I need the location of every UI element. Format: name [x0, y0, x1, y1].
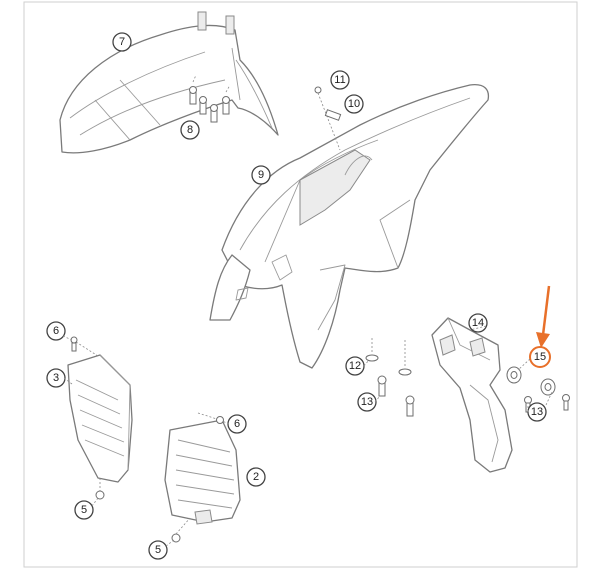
callout-15-highlighted: 15 — [529, 346, 551, 368]
callout-5-left: 5 — [74, 500, 94, 520]
callout-label: 10 — [348, 98, 360, 110]
fender-bolts — [189, 74, 231, 123]
callout-label: 14 — [472, 317, 484, 329]
callout-12: 12 — [345, 356, 365, 376]
callout-5-right: 5 — [148, 540, 168, 560]
callout-label: 12 — [349, 360, 361, 372]
callout-label: 15 — [534, 351, 546, 363]
callout-label: 5 — [81, 504, 87, 516]
callout-label: 3 — [53, 372, 59, 384]
callout-10: 10 — [344, 94, 364, 114]
callout-label: 8 — [187, 124, 193, 136]
callout-9: 9 — [251, 165, 271, 185]
leader-lines — [62, 325, 553, 547]
callout-label: 13 — [361, 396, 373, 408]
callout-label: 6 — [53, 325, 59, 337]
callout-3: 3 — [46, 368, 66, 388]
front-fender — [59, 11, 279, 154]
callout-7: 7 — [112, 32, 132, 52]
callout-label: 11 — [334, 74, 345, 86]
fender-screw — [314, 86, 342, 151]
callout-label: 5 — [155, 544, 161, 556]
callout-6-right: 6 — [227, 414, 247, 434]
callout-2: 2 — [246, 467, 266, 487]
callout-label: 7 — [119, 36, 125, 48]
callout-14: 14 — [468, 313, 488, 333]
callout-label: 2 — [253, 471, 259, 483]
callout-11: 11 — [330, 70, 350, 90]
callout-13-right: 13 — [527, 402, 547, 422]
rear-fender — [209, 84, 490, 369]
callout-6-left: 6 — [46, 321, 66, 341]
mud-flap — [431, 317, 513, 473]
callout-label: 6 — [234, 418, 240, 430]
right-side-cover — [164, 412, 241, 543]
mounting-screws — [365, 338, 415, 417]
diagram-border — [23, 1, 578, 568]
left-side-cover — [67, 336, 133, 500]
callout-label: 13 — [531, 406, 543, 418]
callout-13-center: 13 — [357, 392, 377, 412]
callout-8: 8 — [180, 120, 200, 140]
highlight-arrow — [536, 285, 551, 348]
callout-label: 9 — [258, 169, 264, 181]
